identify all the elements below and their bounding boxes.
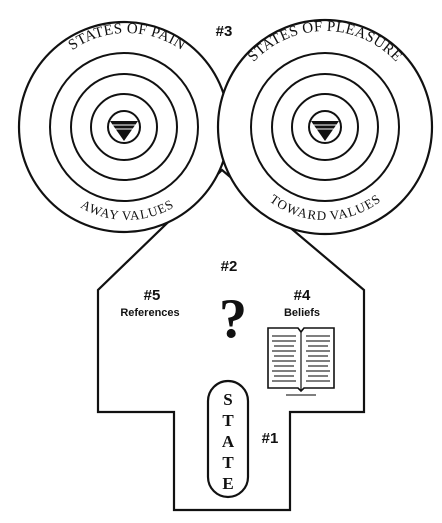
number-4-label: #4: [294, 287, 311, 304]
state-letter-s: S: [223, 390, 232, 409]
pain-center-icon: [108, 111, 140, 143]
open-book-icon: [268, 328, 334, 395]
references-label: References: [120, 307, 179, 319]
question-mark: ?: [219, 288, 247, 350]
state-letter-t1: T: [222, 411, 234, 430]
number-1-label: #1: [262, 430, 279, 447]
beliefs-label: Beliefs: [284, 307, 320, 319]
state-letter-a: A: [222, 432, 235, 451]
state-letter-e: E: [222, 474, 233, 493]
pain-target: [19, 22, 229, 232]
number-3-label: #3: [216, 23, 233, 40]
state-letter-t2: T: [222, 453, 234, 472]
number-5-label: #5: [144, 287, 161, 304]
number-2-label: #2: [221, 258, 238, 275]
pleasure-center-icon: [309, 111, 341, 143]
